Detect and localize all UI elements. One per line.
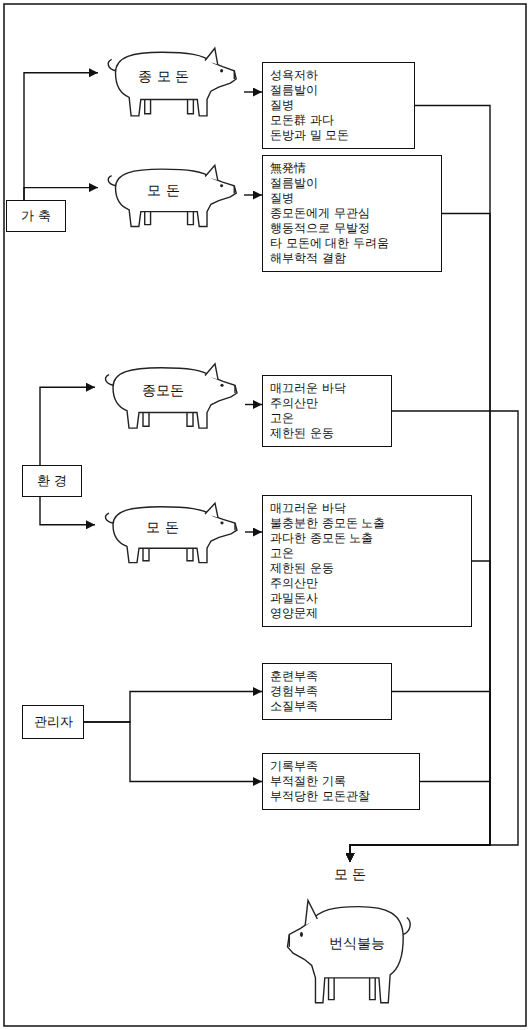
factor-item: 기록부족 (270, 759, 410, 774)
factor-item: 부적절한 기록 (270, 774, 410, 789)
pig-ear (205, 165, 218, 180)
connector-arrow (245, 404, 262, 405)
factor-box: 매끄러운 바닥불충분한 종모돈 노출과다한 종모돈 노출고온제한된 운동주의산만… (262, 495, 472, 627)
pig-snout (234, 523, 235, 530)
pig-drawing (108, 48, 236, 116)
factor-item: 부적당한 모돈관찰 (270, 789, 410, 804)
pig-tail (106, 513, 113, 523)
factor-item: 해부학적 결함 (270, 251, 432, 266)
factor-item: 훈련부족 (270, 669, 382, 684)
connector-arrow (84, 722, 262, 782)
pig-snout (289, 935, 290, 947)
factor-box: 성욕저하절름발이질병모돈群 과다돈방과 밀 모돈 (262, 62, 415, 149)
pig-node: 모 돈 (98, 158, 244, 232)
pig-tail (403, 917, 410, 934)
pig-label: 종 모 돈 (138, 68, 189, 86)
factor-item: 종모돈에게 무관심 (270, 206, 432, 221)
pig-node: 종 모 돈 (98, 40, 244, 122)
connector-arrow (40, 497, 95, 525)
pig-label: 모 돈 (146, 519, 178, 537)
pig-drawing (108, 165, 236, 226)
connector-arrow (244, 91, 262, 92)
factor-item: 과다한 종모돈 노출 (270, 531, 462, 546)
factor-item: 매끄러운 바닥 (270, 381, 382, 396)
pig-label: 종모돈 (142, 382, 184, 400)
pig-ear (305, 900, 317, 925)
pig-label: 번식불능 (329, 935, 385, 953)
group-box: 환 경 (22, 465, 82, 497)
pig-body (113, 368, 237, 428)
pig-node: 모 돈 (95, 496, 245, 568)
pig-snout (234, 71, 235, 79)
factor-item: 질병 (270, 191, 432, 206)
factor-item: 절름발이 (270, 176, 432, 191)
pig-eye (300, 932, 303, 937)
factor-item: 영양문제 (270, 606, 462, 621)
factor-item: 타 모돈에 대한 두려움 (270, 236, 432, 251)
factor-item: 고온 (270, 546, 462, 561)
factor-item: 불충분한 종모돈 노출 (270, 516, 462, 531)
factor-item: 고온 (270, 411, 382, 426)
pig-eye (220, 522, 223, 525)
factor-item: 소질부족 (270, 699, 382, 714)
connector-arrow (24, 188, 98, 200)
factor-item: 돈방과 밀 모돈 (270, 128, 405, 143)
connector-arrow (40, 387, 95, 465)
pig-ear (205, 503, 218, 517)
pig-tail (108, 176, 115, 186)
pig-body (113, 507, 237, 563)
pig-eye (220, 69, 223, 72)
factor-box: 매끄러운 바닥주의산만고온제한된 운동 (262, 375, 392, 447)
factor-item: 모돈群 과다 (270, 113, 405, 128)
pig-eye (220, 384, 223, 387)
factor-item: 제한된 운동 (270, 561, 462, 576)
pig-tail (106, 375, 113, 386)
pig-ear (205, 48, 218, 64)
pig-ear (205, 364, 218, 380)
group-box: 관리자 (22, 705, 84, 739)
factor-item: 無発情 (270, 161, 432, 176)
factor-item: 제한된 운동 (270, 426, 382, 441)
pig-snout (234, 385, 235, 393)
group-label: 관리자 (34, 713, 73, 731)
group-box: 가 축 (6, 200, 66, 232)
pig-drawing (106, 364, 237, 428)
factor-item: 경험부족 (270, 684, 382, 699)
factor-item: 매끄러운 바닥 (270, 501, 462, 516)
factor-item: 주의산만 (270, 576, 462, 591)
pig-body (287, 907, 403, 1003)
frame-border (4, 4, 526, 1026)
connector-arrow (84, 692, 262, 723)
pig-eye (220, 184, 223, 187)
pig-body (116, 52, 237, 116)
factor-item: 행동적으로 무발정 (270, 221, 432, 236)
group-label: 가 축 (21, 207, 51, 225)
factor-box: 無発情절름발이질병종모돈에게 무관심행동적으로 무발정타 모돈에 대한 두려움해… (262, 155, 442, 272)
pig-node: 종모돈 (95, 356, 245, 434)
factor-item: 절름발이 (270, 83, 405, 98)
pig-label: 모 돈 (334, 866, 366, 884)
factor-item: 주의산만 (270, 396, 382, 411)
factor-item: 과밀돈사 (270, 591, 462, 606)
factor-item: 질병 (270, 98, 405, 113)
connector-arrow (244, 194, 262, 195)
factor-box: 기록부족부적절한 기록부적당한 모돈관찰 (262, 753, 420, 810)
pig-tail (108, 59, 115, 70)
pig-node: 모 돈번식불능 (280, 862, 420, 1012)
factor-box: 훈련부족경험부족소질부족 (262, 663, 392, 720)
pig-body (116, 169, 237, 226)
connector-arrow (245, 531, 262, 532)
pig-drawing (287, 900, 410, 1002)
factor-item: 성욕저하 (270, 68, 405, 83)
connector-arrow (24, 73, 98, 200)
pig-drawing (106, 503, 237, 562)
group-label: 환 경 (37, 472, 67, 490)
pig-snout (234, 186, 235, 193)
pig-label: 모 돈 (147, 182, 179, 200)
